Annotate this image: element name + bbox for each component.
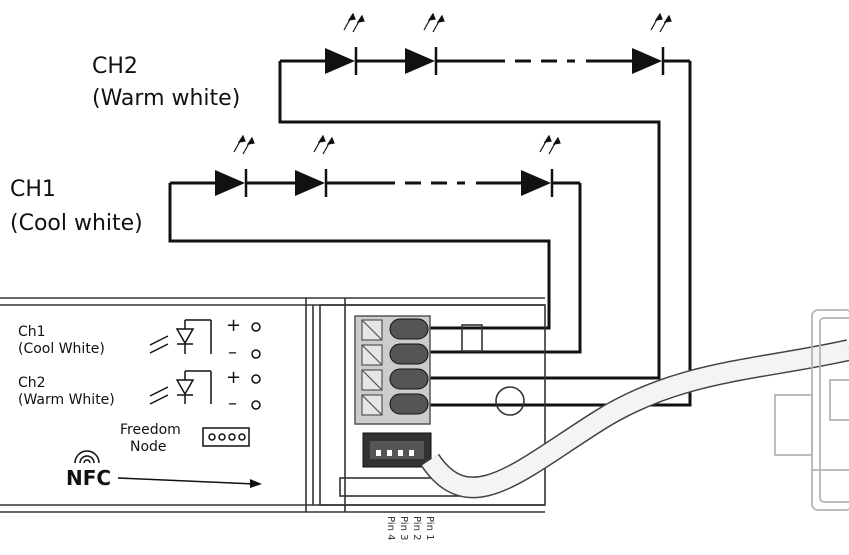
led-diode-icon	[519, 167, 554, 199]
socket-device	[774, 309, 849, 511]
connector-cable	[420, 339, 849, 499]
ch2-led-string	[278, 13, 692, 407]
terminal-block	[354, 315, 431, 425]
led-diode-icon	[403, 45, 438, 77]
pin-1-label: Pin 1	[424, 516, 435, 541]
ch1-minus-label: –	[228, 342, 237, 363]
driver-ch1-desc: (Cool White)	[18, 341, 105, 357]
ch2-name: CH2	[92, 54, 138, 79]
led-diode-icon	[213, 167, 248, 199]
freedom-node-connector	[362, 432, 432, 468]
freedom-label: Freedom	[120, 422, 181, 438]
ch2-plus-label: +	[226, 367, 242, 388]
ch1-name: CH1	[10, 177, 56, 202]
driver-legend-symbols	[74, 319, 261, 485]
nfc-label: NFC	[66, 466, 112, 490]
driver-ch2-name: Ch2	[18, 375, 46, 391]
ch1-desc: (Cool white)	[10, 211, 143, 236]
nfc-arrow-icon	[250, 479, 262, 488]
pin-4-label: Pin 4	[385, 516, 396, 541]
led-diode-icon	[293, 167, 328, 199]
pin-2-label: Pin 2	[411, 516, 422, 541]
node-label: Node	[130, 439, 167, 455]
ch1-plus-label: +	[226, 315, 242, 336]
led-diode-icon	[630, 45, 665, 77]
pin-3-label: Pin 3	[398, 516, 409, 541]
ch1-led-string	[168, 135, 582, 354]
ch2-minus-label: –	[228, 393, 237, 414]
driver-ch2-desc: (Warm White)	[18, 392, 115, 408]
ch2-desc: (Warm white)	[92, 86, 241, 111]
driver-ch1-name: Ch1	[18, 324, 46, 340]
led-diode-icon	[323, 45, 358, 77]
